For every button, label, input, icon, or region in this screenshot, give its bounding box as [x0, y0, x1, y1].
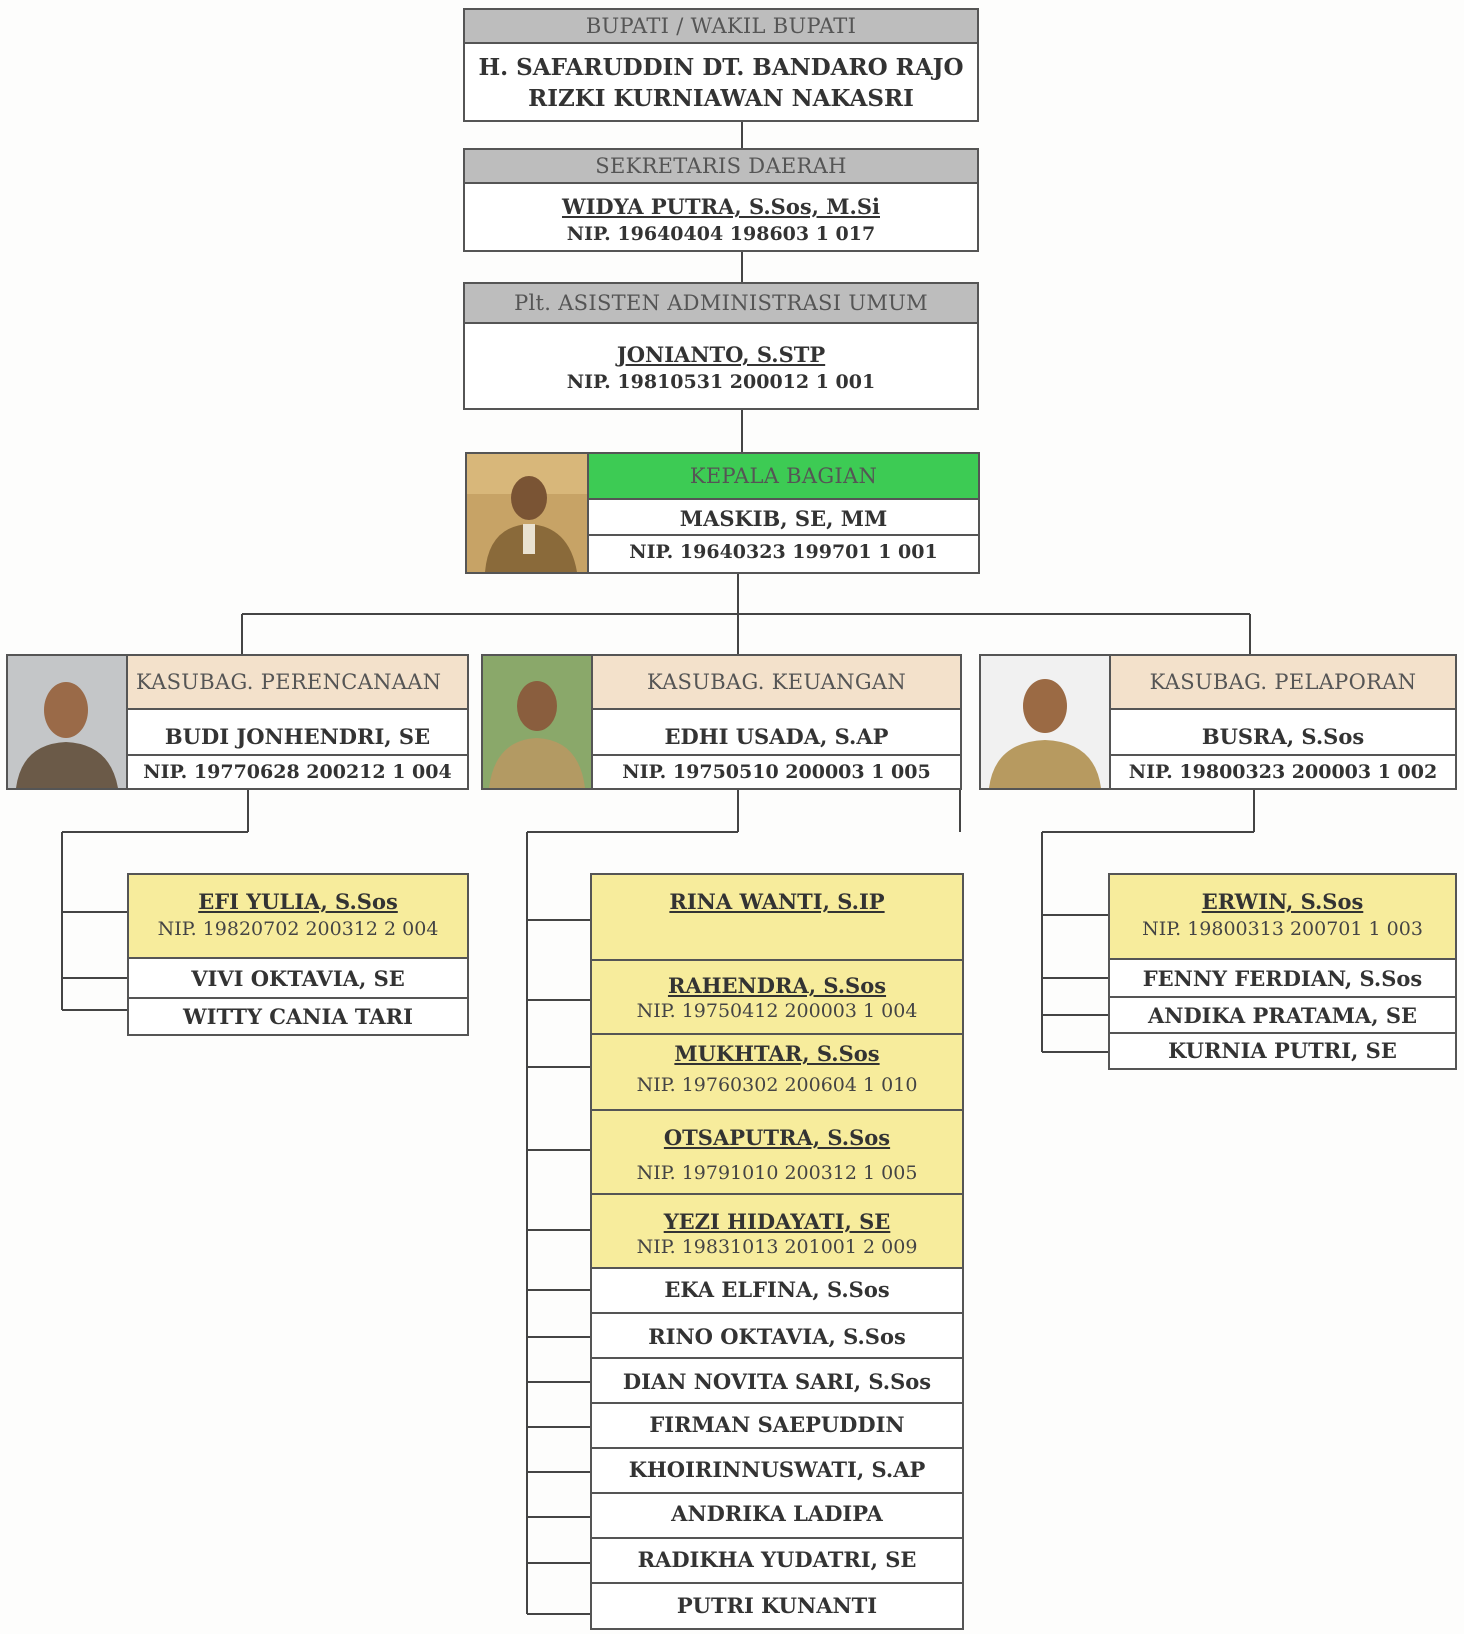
staff-keuangan-12: RADIKHA YUDATRI, SE: [590, 1537, 964, 1584]
kasubag-perencanaan-name: BUDI JONHENDRI, SE: [128, 710, 467, 756]
person-photo-icon: [8, 656, 126, 788]
kasubag-keuangan-photo: [483, 656, 593, 788]
staff-keuangan-1: RINA WANTI, S.IP: [590, 873, 964, 961]
staff-keuangan-8: DIAN NOVITA SARI, S.Sos: [590, 1357, 964, 1404]
sekda-box: SEKRETARIS DAERAH WIDYA PUTRA, S.Sos, M.…: [463, 148, 979, 252]
staff-pelaporan-3: ANDIKA PRATAMA, SE: [1108, 996, 1457, 1034]
sekda-header: SEKRETARIS DAERAH: [465, 150, 977, 184]
staff-keuangan-4: OTSAPUTRA, S.Sos NIP. 19791010 200312 1 …: [590, 1109, 964, 1195]
kasubag-keuangan-header: KASUBAG. KEUANGAN: [593, 656, 960, 710]
staff-keuangan-6: EKA ELFINA, S.Sos: [590, 1267, 964, 1314]
staff-perencanaan-2: VIVI OKTAVIA, SE: [127, 957, 469, 999]
kasubag-pelaporan-header: KASUBAG. PELAPORAN: [1111, 656, 1455, 710]
staff-perencanaan-1: EFI YULIA, S.Sos NIP. 19820702 200312 2 …: [127, 873, 469, 959]
staff-perencanaan-3: WITTY CANIA TARI: [127, 997, 469, 1036]
kasubag-perencanaan-header: KASUBAG. PERENCANAAN: [128, 656, 467, 710]
asisten-name: JONIANTO, S.STP: [616, 342, 826, 367]
asisten-box: Plt. ASISTEN ADMINISTRASI UMUM JONIANTO,…: [463, 282, 979, 410]
asisten-nip: NIP. 19810531 200012 1 001: [566, 371, 876, 393]
wakil-bupati-name: RIZKI KURNIAWAN NAKASRI: [528, 85, 914, 112]
kabag-box: KEPALA BAGIAN MASKIB, SE, MM NIP. 196403…: [465, 452, 980, 574]
staff-keuangan-13: PUTRI KUNANTI: [590, 1582, 964, 1630]
bupati-box: BUPATI / WAKIL BUPATI H. SAFARUDDIN DT. …: [463, 8, 979, 122]
kasubag-pelaporan-photo: [981, 656, 1111, 788]
staff-pelaporan-2: FENNY FERDIAN, S.Sos: [1108, 958, 1457, 998]
kasubag-perencanaan-box: KASUBAG. PERENCANAAN BUDI JONHENDRI, SE …: [6, 654, 469, 790]
sekda-nip: NIP. 19640404 198603 1 017: [566, 223, 876, 245]
kabag-photo: [467, 454, 589, 572]
kasubag-pelaporan-box: KASUBAG. PELAPORAN BUSRA, S.Sos NIP. 198…: [979, 654, 1457, 790]
bupati-name: H. SAFARUDDIN DT. BANDARO RAJO: [478, 54, 964, 81]
staff-pelaporan-1: ERWIN, S.Sos NIP. 19800313 200701 1 003: [1108, 873, 1457, 960]
kasubag-perencanaan-photo: [8, 656, 128, 788]
person-photo-icon: [483, 656, 591, 788]
staff-keuangan-2: RAHENDRA, S.Sos NIP. 19750412 200003 1 0…: [590, 959, 964, 1035]
kasubag-perencanaan-nip: NIP. 19770628 200212 1 004: [143, 761, 452, 783]
bupati-header: BUPATI / WAKIL BUPATI: [465, 10, 977, 44]
kasubag-pelaporan-nip: NIP. 19800323 200003 1 002: [1128, 761, 1438, 783]
kabag-header: KEPALA BAGIAN: [589, 454, 978, 500]
asisten-header: Plt. ASISTEN ADMINISTRASI UMUM: [465, 284, 977, 324]
staff-keuangan-10: KHOIRINNUSWATI, S.AP: [590, 1447, 964, 1494]
kasubag-keuangan-nip: NIP. 19750510 200003 1 005: [622, 761, 931, 783]
staff-pelaporan-4: KURNIA PUTRI, SE: [1108, 1032, 1457, 1070]
person-photo-icon: [981, 656, 1109, 788]
staff-keuangan-7: RINO OKTAVIA, S.Sos: [590, 1312, 964, 1359]
staff-keuangan-9: FIRMAN SAEPUDDIN: [590, 1402, 964, 1449]
staff-keuangan-3: MUKHTAR, S.Sos NIP. 19760302 200604 1 01…: [590, 1033, 964, 1111]
kabag-nip: NIP. 19640323 199701 1 001: [629, 541, 938, 563]
kasubag-pelaporan-name: BUSRA, S.Sos: [1111, 710, 1455, 756]
sekda-name: WIDYA PUTRA, S.Sos, M.Si: [561, 194, 880, 219]
staff-keuangan-11: ANDRIKA LADIPA: [590, 1492, 964, 1539]
staff-keuangan-5: YEZI HIDAYATI, SE NIP. 19831013 201001 2…: [590, 1193, 964, 1269]
person-photo-icon: [467, 454, 587, 572]
kasubag-keuangan-box: KASUBAG. KEUANGAN EDHI USADA, S.AP NIP. …: [481, 654, 962, 790]
kasubag-keuangan-name: EDHI USADA, S.AP: [593, 710, 960, 756]
kabag-name: MASKIB, SE, MM: [589, 500, 978, 536]
